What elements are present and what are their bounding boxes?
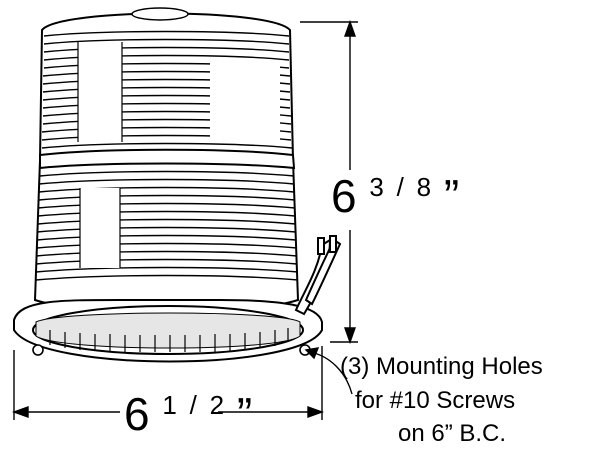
base-ring xyxy=(35,312,301,349)
height-den: 8 xyxy=(417,172,431,202)
height-unit: ” xyxy=(444,170,459,222)
width-dimension-line xyxy=(11,346,325,420)
height-label-bg xyxy=(328,170,398,230)
width-slash: / xyxy=(190,390,198,420)
callout-line-2: for #10 Screws xyxy=(355,387,515,414)
power-cord xyxy=(294,235,342,316)
height-slash: / xyxy=(397,172,405,202)
lens-ribs-lower xyxy=(35,170,299,281)
lens-highlight-outline xyxy=(77,42,123,268)
lens-highlights xyxy=(78,42,280,268)
width-num: 1 xyxy=(162,390,176,420)
height-whole: 6 xyxy=(331,170,357,222)
lens-cap xyxy=(131,7,189,21)
height-num: 3 xyxy=(369,172,383,202)
width-unit: ” xyxy=(237,388,252,440)
height-dimension-label: 6 3 / 8 ” xyxy=(331,154,459,222)
width-den: 2 xyxy=(210,390,224,420)
callout-line-3: on 6” B.C. xyxy=(398,420,506,447)
base-ring-ticks xyxy=(49,328,289,352)
callout-line-1: (3) Mounting Holes xyxy=(340,353,543,380)
lens-waist xyxy=(39,148,296,170)
width-dimension-label: 6 1 / 2 ” xyxy=(124,372,252,440)
callout-leader xyxy=(304,347,353,395)
width-whole: 6 xyxy=(124,388,150,440)
